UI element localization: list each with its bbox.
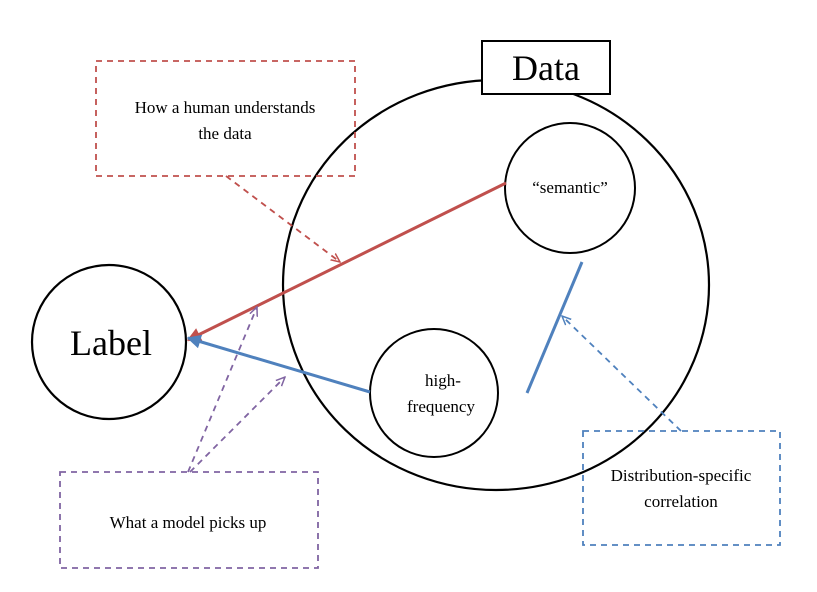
human-annotation-box: How a human understands the data (95, 60, 356, 177)
data-title: Data (512, 48, 580, 88)
semantic-node: “semantic” (504, 122, 636, 254)
model-annotation-pointer-1 (187, 307, 257, 473)
distribution-annotation-line1: Distribution-specific (611, 466, 752, 485)
label-node: Label (30, 263, 188, 421)
model-annotation-text: What a model picks up (110, 513, 267, 532)
distribution-annotation-box: Distribution-specific correlation (582, 430, 781, 546)
data-ellipse (281, 78, 711, 492)
human-annotation-line1: How a human understands (135, 98, 316, 117)
label-text: Label (70, 323, 152, 363)
distribution-annotation-pointer (562, 316, 682, 432)
high-frequency-label-line2: frequency (407, 397, 475, 416)
semantic-to-label-arrow (186, 181, 507, 342)
human-annotation-line2: the data (198, 124, 252, 143)
high-frequency-to-label-arrow (186, 334, 371, 394)
model-annotation-box: What a model picks up (59, 471, 319, 569)
semantic-label: “semantic” (532, 178, 608, 197)
high-frequency-label-line1: high- (425, 371, 461, 390)
model-annotation-pointer-2 (189, 377, 285, 473)
human-annotation-pointer (225, 175, 340, 262)
distribution-annotation-line2: correlation (644, 492, 718, 511)
correlation-line (525, 261, 584, 394)
high-frequency-node: high- frequency (369, 328, 499, 458)
data-title-box: Data (481, 40, 611, 95)
